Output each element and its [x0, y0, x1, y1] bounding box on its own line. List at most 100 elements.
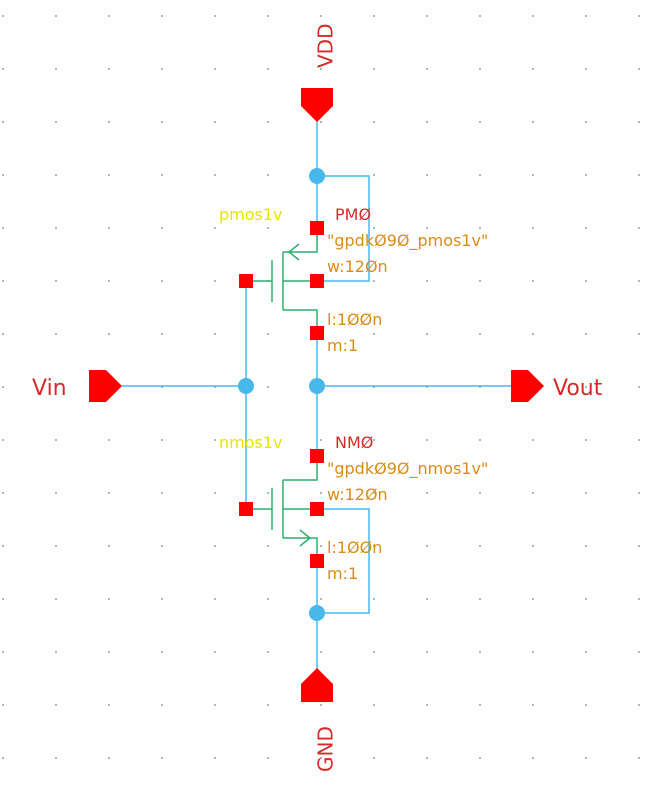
grid-dot	[108, 492, 110, 494]
grid-dot	[267, 68, 269, 70]
grid-dot	[55, 492, 57, 494]
vdd-pin[interactable]	[301, 88, 333, 122]
grid-dot	[585, 651, 587, 653]
grid-dot	[214, 704, 216, 706]
grid-dot	[638, 545, 640, 547]
nmos-drain-terminal[interactable]	[310, 449, 324, 463]
nmos-bulk-wire[interactable]	[317, 508, 370, 614]
grid-dot	[161, 174, 163, 176]
grid-dot	[267, 15, 269, 17]
grid-dot	[532, 492, 534, 494]
grid-dot	[638, 174, 640, 176]
grid-dot	[373, 227, 375, 229]
grid-dot	[479, 227, 481, 229]
grid-dot	[532, 280, 534, 282]
grid-dot	[479, 439, 481, 441]
vout-pin[interactable]	[511, 370, 544, 402]
grid-dot	[585, 121, 587, 123]
nmos-multiplier-label: m:1	[327, 564, 358, 583]
gate-junction	[238, 378, 254, 394]
grid-dot	[161, 439, 163, 441]
grid-dot	[320, 757, 322, 759]
pmos-symbol[interactable]	[246, 228, 318, 333]
gnd-pin[interactable]	[301, 668, 333, 702]
nmos-bulk-terminal[interactable]	[310, 502, 324, 516]
grid-dot	[585, 598, 587, 600]
grid-dot	[585, 704, 587, 706]
grid-dot	[214, 15, 216, 17]
grid-dot	[426, 15, 428, 17]
grid-dot	[108, 651, 110, 653]
vdd-junction	[309, 168, 325, 184]
grid-dot	[55, 704, 57, 706]
grid-dot	[161, 598, 163, 600]
grid-dot	[214, 68, 216, 70]
nmos-symbol[interactable]	[246, 456, 318, 561]
grid-dot	[214, 598, 216, 600]
grid-dot	[373, 704, 375, 706]
grid-dot	[426, 333, 428, 335]
grid-dot	[479, 492, 481, 494]
grid-dot	[585, 227, 587, 229]
grid-dot	[373, 757, 375, 759]
grid-dot	[426, 174, 428, 176]
grid-dot	[161, 333, 163, 335]
grid-dot	[214, 174, 216, 176]
grid-dot	[426, 492, 428, 494]
grid-dot	[108, 174, 110, 176]
nmos-source-terminal[interactable]	[310, 554, 324, 568]
grid-dot	[108, 333, 110, 335]
grid-dot	[214, 227, 216, 229]
junctions	[238, 168, 325, 621]
grid-dot	[108, 280, 110, 282]
grid-dot	[2, 121, 4, 123]
wires	[122, 120, 511, 672]
pmos-bulk-terminal[interactable]	[310, 274, 324, 288]
nmos-gate-terminal[interactable]	[239, 502, 253, 516]
grid-dot	[426, 545, 428, 547]
grid-dot	[267, 439, 269, 441]
grid-dot	[585, 545, 587, 547]
pmos-multiplier-label: m:1	[327, 336, 358, 355]
grid-dot	[479, 121, 481, 123]
grid-dot	[320, 704, 322, 706]
grid-dot	[585, 757, 587, 759]
grid-dot	[532, 757, 534, 759]
grid-dot	[479, 15, 481, 17]
grid-dot	[373, 121, 375, 123]
grid-dot	[426, 704, 428, 706]
grid-dot	[214, 492, 216, 494]
pmos-drain-terminal[interactable]	[310, 221, 324, 235]
grid-dot	[638, 386, 640, 388]
grid-dot	[55, 651, 57, 653]
grid-dot	[638, 492, 640, 494]
grid-dot	[2, 280, 4, 282]
grid-dot	[108, 704, 110, 706]
grid-dot	[320, 598, 322, 600]
grid-dot	[426, 757, 428, 759]
grid-dot	[479, 174, 481, 176]
grid-dot	[638, 121, 640, 123]
pmos-source-terminal[interactable]	[310, 326, 324, 340]
grid-dot	[585, 333, 587, 335]
grid-dot	[267, 492, 269, 494]
nmos-model-label: "gpdkØ9Ø_nmos1v"	[327, 459, 488, 479]
grid-dot	[479, 704, 481, 706]
grid-dot	[161, 280, 163, 282]
grid-dot	[108, 545, 110, 547]
grid-dots	[2, 15, 640, 759]
grid-dot	[320, 651, 322, 653]
vout-junction	[309, 378, 325, 394]
grid-dot	[2, 439, 4, 441]
grid-dot	[108, 757, 110, 759]
pmos-bulk-wire[interactable]	[317, 175, 370, 282]
grid-dot	[55, 386, 57, 388]
grid-dot	[267, 121, 269, 123]
grid-dot	[585, 68, 587, 70]
grid-dot	[320, 545, 322, 547]
grid-dot	[2, 333, 4, 335]
vin-pin[interactable]	[89, 370, 122, 402]
pmos-gate-terminal[interactable]	[239, 274, 253, 288]
grid-dot	[55, 68, 57, 70]
